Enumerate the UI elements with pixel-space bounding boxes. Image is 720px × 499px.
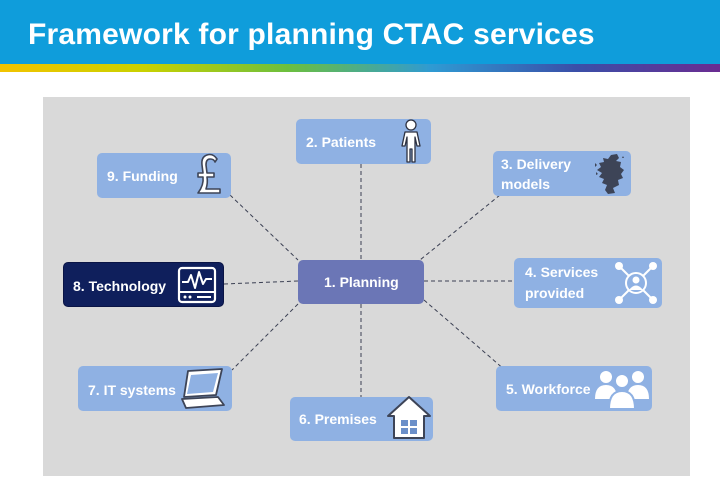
person-icon bbox=[401, 119, 421, 163]
node-funding-label: 9. Funding bbox=[107, 168, 178, 184]
connector-delivery bbox=[419, 194, 501, 261]
connector-technology bbox=[223, 280, 299, 285]
node-funding[interactable]: 9. Funding bbox=[97, 153, 231, 198]
node-premises-label: 6. Premises bbox=[299, 411, 377, 427]
connector-workforce bbox=[423, 299, 506, 371]
slide-title: Framework for planning CTAC services bbox=[28, 18, 595, 51]
connector-it bbox=[231, 303, 299, 371]
node-it-systems[interactable]: 7. IT systems bbox=[78, 366, 232, 411]
network-person-icon bbox=[615, 262, 657, 304]
node-delivery-models[interactable]: 3. Delivery models bbox=[493, 151, 631, 196]
connector-funding bbox=[229, 194, 299, 261]
monitor-pulse-icon bbox=[177, 266, 217, 304]
node-premises[interactable]: 6. Premises bbox=[290, 396, 433, 441]
laptop-icon bbox=[181, 368, 225, 409]
node-delivery-line1: 3. Delivery bbox=[501, 156, 572, 172]
node-planning[interactable]: 1. Planning bbox=[298, 260, 424, 304]
node-delivery-line2: models bbox=[501, 176, 551, 192]
node-it-label: 7. IT systems bbox=[88, 382, 176, 398]
node-technology-label: 8. Technology bbox=[73, 278, 167, 294]
pound-icon bbox=[197, 153, 221, 194]
header-bar bbox=[0, 0, 720, 72]
node-technology[interactable]: 8. Technology bbox=[63, 262, 224, 307]
node-patients[interactable]: 2. Patients bbox=[296, 119, 431, 164]
scotland-map-icon bbox=[595, 154, 624, 194]
accent-stripe bbox=[0, 64, 720, 72]
node-patients-label: 2. Patients bbox=[306, 134, 377, 150]
node-services-provided[interactable]: 4. Services provided bbox=[514, 258, 662, 308]
node-planning-label: 1. Planning bbox=[324, 274, 399, 290]
node-services-line2: provided bbox=[525, 285, 585, 301]
house-icon bbox=[387, 396, 431, 439]
group-icon bbox=[595, 371, 649, 410]
node-workforce-label: 5. Workforce bbox=[506, 381, 591, 397]
node-workforce[interactable]: 5. Workforce bbox=[496, 366, 652, 411]
node-services-line1: 4. Services bbox=[525, 264, 599, 280]
